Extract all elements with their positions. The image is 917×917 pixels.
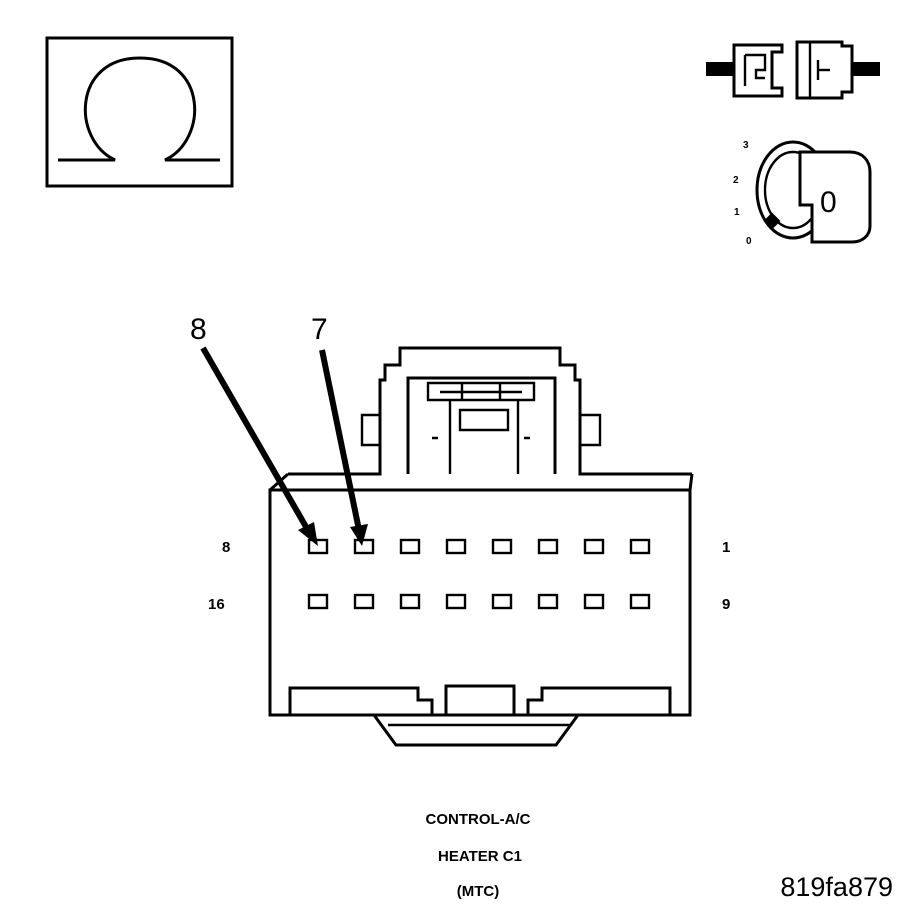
pin-13: [445, 593, 467, 610]
ignition-position-1: 1: [734, 207, 740, 218]
pin-2: [583, 538, 605, 555]
pin-12: [491, 593, 513, 610]
pin-6: [399, 538, 421, 555]
pin-1: [629, 538, 651, 555]
pin-15: [353, 593, 375, 610]
callout-arrow-8: [200, 346, 318, 546]
callout-label-8: 8: [190, 313, 207, 346]
row-label-top-left: 8: [222, 539, 230, 556]
pin-row-top: [307, 538, 651, 555]
pin-10: [583, 593, 605, 610]
connector-disconnected-icon: [706, 40, 880, 100]
row-label-top-right: 1: [722, 539, 730, 556]
caption-line-2: HEATER C1: [438, 848, 522, 865]
pin-row-bottom: [307, 593, 651, 610]
key-position-label: 0: [820, 186, 837, 219]
pin-5: [445, 538, 467, 555]
figure-id: 819fa879: [780, 872, 893, 902]
pin-8: [307, 538, 329, 555]
callout-arrow-7: [319, 349, 368, 546]
ignition-position-2: 2: [733, 175, 739, 186]
callout-label-7: 7: [311, 313, 328, 346]
ignition-position-3: 3: [743, 140, 749, 151]
row-label-bottom-right: 9: [722, 596, 730, 613]
ignition-key-off-icon: 3 2 1 0 0: [733, 140, 872, 247]
pin-16: [307, 593, 329, 610]
connector-housing: [268, 346, 694, 747]
caption-line-1: CONTROL-A/C: [426, 811, 531, 828]
caption-line-3: (MTC): [457, 883, 499, 900]
omega-icon: [45, 36, 234, 188]
pin-4: [491, 538, 513, 555]
pin-7: [353, 538, 375, 555]
pin-14: [399, 593, 421, 610]
ignition-position-0: 0: [746, 236, 752, 247]
row-label-bottom-left: 16: [208, 596, 225, 613]
pin-3: [537, 538, 559, 555]
pin-9: [629, 593, 651, 610]
pin-11: [537, 593, 559, 610]
